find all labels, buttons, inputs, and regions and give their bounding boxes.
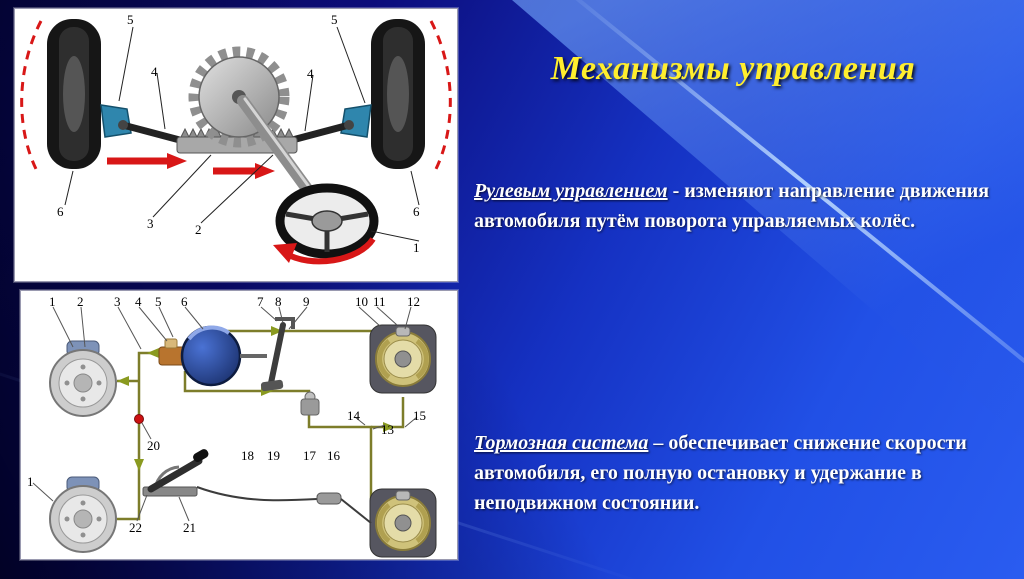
handbrake-lever <box>142 449 209 497</box>
left-tire-turn-arc <box>20 20 43 172</box>
pressure-regulator <box>300 391 320 416</box>
right-knuckle <box>340 104 372 138</box>
brake-paragraph: Тормозная система – обеспечивает снижени… <box>474 428 1004 518</box>
brake-diagram: 1 2 3 4 5 6 7 8 9 10 11 12 1 20 18 19 16… <box>20 290 458 560</box>
callout-label: 4 <box>135 294 142 309</box>
callout-label: 5 <box>127 12 134 27</box>
red-arrow-left <box>107 153 187 169</box>
brake-definition: – обеспечивает снижение скорости автомоб… <box>474 432 967 514</box>
callout-label: 4 <box>307 66 314 81</box>
rear-drum-brake-top <box>369 324 437 394</box>
callout-label: 6 <box>181 294 188 309</box>
callout-label: 7 <box>257 294 264 309</box>
callout-label: 21 <box>183 520 196 535</box>
ball-joint <box>118 120 128 130</box>
callout-label: 2 <box>195 222 202 237</box>
red-arrow-wheel-rotation <box>273 237 376 265</box>
callout-label: 22 <box>129 520 142 535</box>
callout-label: 20 <box>147 438 160 453</box>
front-disc-brake-bottom <box>49 476 117 553</box>
callout-label: 1 <box>49 294 56 309</box>
steering-paragraph: Рулевым управлением - изменяют направлен… <box>474 176 1004 236</box>
callout-label: 19 <box>267 448 280 463</box>
callout-label: 15 <box>413 408 426 423</box>
callout-label: 13 <box>381 422 394 437</box>
callout-label: 18 <box>241 448 254 463</box>
callout-label: 8 <box>275 294 282 309</box>
callout-label: 16 <box>327 448 340 463</box>
callout-label: 11 <box>373 294 386 309</box>
front-disc-brake-top <box>49 340 117 417</box>
callout-label: 6 <box>57 204 64 219</box>
callout-leader-lines <box>64 26 420 242</box>
red-arrow-rack <box>213 163 275 179</box>
callout-label: 5 <box>331 12 338 27</box>
callout-label: 1 <box>27 474 34 489</box>
callout-label: 6 <box>413 204 420 219</box>
callout-label: 3 <box>114 294 121 309</box>
callout-label: 5 <box>155 294 162 309</box>
rear-drum-brake-bottom <box>369 488 437 558</box>
callout-label: 12 <box>407 294 420 309</box>
bleed-valve <box>134 414 144 424</box>
right-tire <box>371 19 425 169</box>
callout-label: 4 <box>151 64 158 79</box>
slide-title: Механизмы управления <box>550 50 916 87</box>
callout-label: 3 <box>147 216 154 231</box>
left-knuckle <box>100 104 132 138</box>
steering-column-highlight <box>243 97 317 197</box>
callout-label: 1 <box>413 240 420 255</box>
steering-diagram-svg <box>20 19 452 265</box>
steering-column <box>237 95 319 203</box>
handbrake-cables <box>196 486 372 524</box>
flow-arrows <box>117 326 395 471</box>
left-tire <box>47 19 101 169</box>
steering-wheel <box>275 183 379 259</box>
brake-term: Тормозная система <box>474 432 649 454</box>
steering-diagram: 5 4 5 4 6 3 2 6 1 <box>14 8 458 282</box>
ball-joint <box>344 120 354 130</box>
vacuum-booster <box>180 325 267 387</box>
callout-label: 9 <box>303 294 310 309</box>
steering-term: Рулевым управлением <box>474 180 668 202</box>
callout-label: 10 <box>355 294 368 309</box>
callout-label: 2 <box>77 294 84 309</box>
brake-pedal <box>260 317 295 392</box>
brake-diagram-svg <box>32 306 437 558</box>
steering-definition: - изменяют направление движения автомоби… <box>474 180 990 232</box>
callout-label: 14 <box>347 408 360 423</box>
callout-leader-lines <box>32 306 418 522</box>
callout-label: 17 <box>303 448 316 463</box>
right-tire-turn-arc <box>429 20 452 172</box>
